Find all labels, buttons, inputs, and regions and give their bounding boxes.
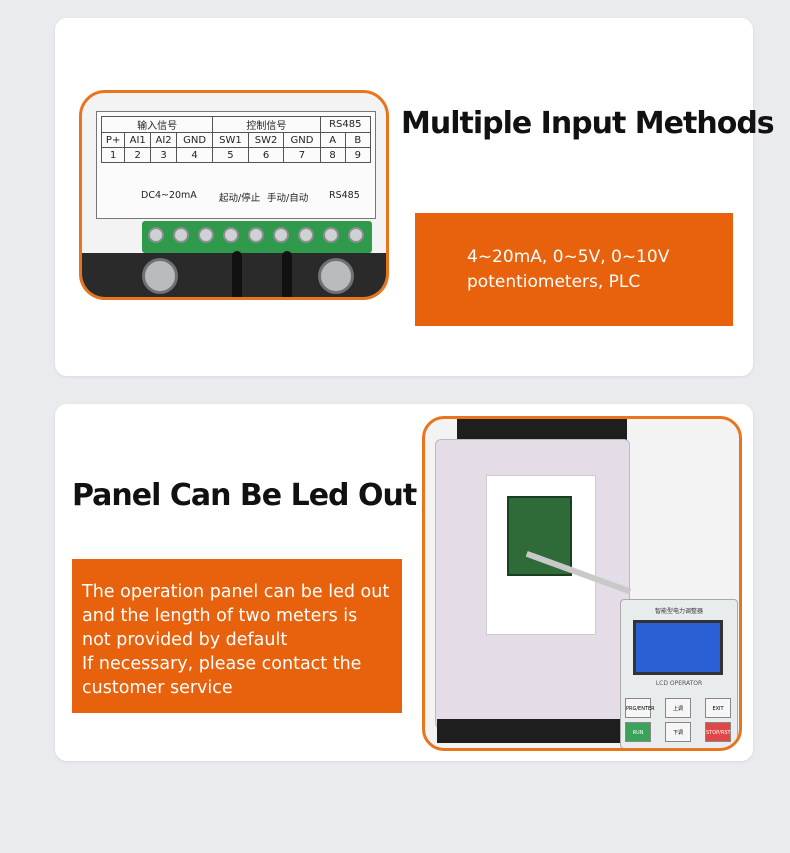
terminal-number: 8 [319,147,346,163]
section-heading-input-methods: Multiple Input Methods [401,106,775,141]
key-down: 下调 [665,722,691,742]
key-prg-enter: PRG/ENTER [625,698,655,718]
screw-icon [223,227,239,243]
terminal-number: 6 [247,147,285,163]
lcd-operator-panel: 智能型电力调整器 LCD OPERATOR PRG/ENTER 上调 EXIT … [620,599,738,748]
screw-icon [248,227,264,243]
device-bottom-terminals [437,719,627,743]
group-control-signal: 控制信号 [212,116,321,133]
terminal-number: 9 [344,147,372,163]
section-heading-panel-led-out: Panel Can Be Led Out [72,478,417,513]
screw-icon [348,227,364,243]
terminal-name: P+ [100,132,126,148]
operator-subtitle: LCD OPERATOR [655,680,703,687]
circuit-board-icon [507,496,572,576]
operator-title: 智能型电力调整器 [654,608,703,615]
screw-icon [173,227,189,243]
terminal-strip [142,221,372,253]
box-line: 4~20mA, 0~5V, 0~10V [467,247,670,267]
signal-text-rs485: RS485 [329,190,360,201]
box-line: If necessary, please contact the [82,654,362,674]
screw-icon [323,227,339,243]
screw-icon [298,227,314,243]
screw-icon [148,227,164,243]
box-line: customer service [82,678,233,698]
terminal-name: GND [283,132,321,148]
key-run: RUN [625,722,651,742]
box-line: and the length of two meters is [82,606,358,626]
terminal-number: 7 [283,147,321,163]
terminal-label-panel: 输入信号 控制信号 RS485 P+ AI1 AI2 GND SW1 SW2 G… [96,111,376,219]
lcd-screen [633,620,723,675]
signal-text-manual-auto: 手动/自动 [267,193,309,204]
box-line: potentiometers, PLC [467,272,641,292]
screw-icon [198,227,214,243]
terminal-name: SW1 [212,132,249,148]
terminal-number: 1 [100,147,126,163]
terminal-number: 3 [150,147,178,163]
terminal-block-photo: 输入信号 控制信号 RS485 P+ AI1 AI2 GND SW1 SW2 G… [79,90,389,300]
key-exit: EXIT [705,698,731,718]
group-rs485: RS485 [319,116,372,133]
device-photo: 智能型电力调整器 LCD OPERATOR PRG/ENTER 上调 EXIT … [422,416,742,751]
panel-led-out-box: The operation panel can be led out and t… [72,559,402,713]
terminal-label-table: 输入信号 控制信号 RS485 P+ AI1 AI2 GND SW1 SW2 G… [100,116,372,163]
signal-text-dc: DC4~20mA [141,190,197,201]
input-methods-box: 4~20mA, 0~5V, 0~10V potentiometers, PLC [415,213,733,326]
cable-icon [282,251,292,297]
device-window [486,475,596,635]
panel-led-out-card: Panel Can Be Led Out The operation panel… [55,404,753,761]
cable-icon [232,251,242,297]
bolt-icon [318,258,354,294]
input-methods-card: 输入信号 控制信号 RS485 P+ AI1 AI2 GND SW1 SW2 G… [55,18,775,376]
terminal-name: SW2 [247,132,285,148]
terminal-name: GND [176,132,214,148]
box-line: The operation panel can be led out [82,582,390,602]
terminal-number: 5 [212,147,249,163]
key-stop-rst: STOP/RST [705,722,731,742]
terminal-name: B [344,132,372,148]
group-input-signal: 输入信号 [100,116,214,133]
screw-icon [273,227,289,243]
bolt-icon [142,258,178,294]
device-body [435,439,630,729]
terminal-number: 2 [124,147,152,163]
terminal-name: AI1 [124,132,152,148]
box-line: not provided by default [82,630,288,650]
signal-text-start-stop: 起动/停止 [219,193,261,204]
terminal-name: A [319,132,346,148]
key-up: 上调 [665,698,691,718]
terminal-name: AI2 [150,132,178,148]
terminal-number: 4 [176,147,214,163]
